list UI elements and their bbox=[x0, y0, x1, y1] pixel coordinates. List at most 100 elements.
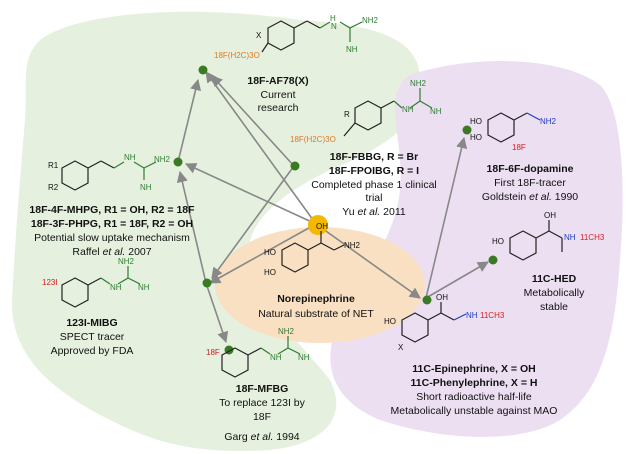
node-fbbg bbox=[290, 161, 300, 171]
mfbg-structure: 18F NH NH2 NH bbox=[206, 327, 310, 378]
hed-line1: Metabolically bbox=[524, 287, 585, 299]
mhpg-label: 18F-4F-MHPG, R1 = OH, R2 = 18F 18F-3F-PH… bbox=[29, 204, 195, 258]
arrow-epinode-to-hed bbox=[425, 261, 489, 299]
center-desc: Natural substrate of NET bbox=[258, 308, 374, 320]
epi-x: X bbox=[398, 343, 404, 352]
mibg-nh-2: NH bbox=[138, 283, 150, 292]
hed-structure: HO OH NH 11CH3 bbox=[492, 211, 605, 261]
hed-line2: stable bbox=[540, 301, 568, 313]
hed-ho: HO bbox=[492, 237, 504, 246]
mhpg-line1: 18F-4F-MHPG, R1 = OH, R2 = 18F bbox=[29, 204, 195, 216]
node-mibg bbox=[202, 278, 212, 288]
fbbg-line2: 18F-FPOIBG, R = I bbox=[329, 165, 419, 177]
mibg-nh: NH bbox=[110, 283, 122, 292]
dopa-f18: 18F bbox=[512, 143, 526, 152]
mfbg-ref: Garg et al. 1994 bbox=[224, 431, 299, 443]
node-epi bbox=[422, 295, 432, 305]
hed-label: 11C-HED Metabolically stable bbox=[524, 273, 585, 313]
epinephrine-structure: HO OH NH 11CH3 X bbox=[384, 293, 505, 352]
af78-structure: X H N NH2 NH 18F(H2C)3O bbox=[214, 14, 379, 60]
fbbg-r: R bbox=[344, 110, 350, 119]
arrow-center-to-mhpg bbox=[184, 163, 317, 225]
dopamine-line1: First 18F-tracer bbox=[494, 177, 566, 189]
fbbg-ref: Yu et al. 2011 bbox=[342, 206, 406, 218]
mfbg-line2: 18F bbox=[253, 411, 271, 423]
mfbg-name: 18F-MFBG bbox=[236, 383, 289, 395]
node-dopamine bbox=[462, 125, 472, 135]
center-name: Norepinephrine bbox=[277, 293, 355, 305]
af78-n: N bbox=[331, 22, 337, 31]
arrow-center-to-epi-node bbox=[315, 223, 421, 299]
arrow-mhpgnode-to-af78 bbox=[177, 78, 202, 163]
mfbg-f18: 18F bbox=[206, 348, 220, 357]
mfbg-label: 18F-MFBG To replace 123I by 18F Garg et … bbox=[219, 383, 306, 443]
fbbg-label: 18F-FBBG, R = Br 18F-FPOIBG, R = I Compl… bbox=[311, 151, 437, 218]
epi-line4: Metabolically unstable against MAO bbox=[391, 405, 558, 417]
af78-name: 18F-AF78(X) bbox=[247, 75, 308, 87]
fbbg-line4: trial bbox=[366, 192, 383, 204]
arrow-epinode-to-dopamine bbox=[425, 136, 468, 299]
af78-nh: NH bbox=[346, 45, 358, 54]
ne-oh: OH bbox=[316, 222, 328, 231]
dopamine-name: 18F-6F-dopamine bbox=[487, 163, 574, 175]
mibg-i123: 123I bbox=[42, 278, 58, 287]
mhpg-nh: NH bbox=[124, 153, 136, 162]
arrow-mibgnode-to-mhpg bbox=[176, 170, 207, 284]
epi-oh: OH bbox=[436, 293, 448, 302]
center-node bbox=[308, 215, 328, 235]
arrows bbox=[176, 71, 489, 344]
arrow-mibgnode-to-mfbg bbox=[205, 282, 229, 344]
dopamine-label: 18F-6F-dopamine First 18F-tracer Goldste… bbox=[482, 163, 578, 203]
dopamine-structure: HO HO NH2 18F bbox=[470, 112, 557, 152]
arrow-center-to-mibg-node bbox=[209, 223, 317, 284]
af78-line2: research bbox=[258, 102, 299, 114]
mibg-line2: Approved by FDA bbox=[51, 345, 134, 357]
epi-nh: NH bbox=[466, 311, 478, 320]
epi-c11: 11CH3 bbox=[480, 311, 505, 320]
mibg-name: 123I-MIBG bbox=[66, 317, 117, 329]
dopa-ho-2: HO bbox=[470, 133, 482, 142]
af78-line1: Current bbox=[260, 89, 295, 101]
mibg-label: 123I-MIBG SPECT tracer Approved by FDA bbox=[51, 317, 134, 357]
green-region bbox=[11, 11, 422, 451]
epi-line2: 11C-Phenylephrine, X = H bbox=[411, 377, 538, 389]
purple-region bbox=[330, 61, 623, 437]
mibg-structure: 123I NH NH2 NH bbox=[42, 257, 150, 308]
node-hed bbox=[488, 255, 498, 265]
dopamine-ref: Goldstein et al. 1990 bbox=[482, 191, 578, 203]
mfbg-nh: NH bbox=[270, 353, 282, 362]
fbbg-nh2: NH2 bbox=[410, 79, 427, 88]
fbbg-line1: 18F-FBBG, R = Br bbox=[330, 151, 418, 163]
node-dots bbox=[173, 65, 498, 355]
af78-nh: H bbox=[330, 14, 336, 23]
center-label: Norepinephrine Natural substrate of NET bbox=[258, 293, 374, 320]
arrow-fbbgnode-to-mibg-node bbox=[211, 165, 295, 279]
fbbg-line3: Completed phase 1 clinical bbox=[311, 179, 437, 191]
hed-nh: NH bbox=[564, 233, 576, 242]
norepinephrine-structure: HO HO OH NH2 bbox=[264, 222, 361, 277]
mhpg-nh2: NH2 bbox=[154, 155, 171, 164]
mhpg-nh-2: NH bbox=[140, 183, 152, 192]
fbbg-structure: R NH NH2 NH 18F(H2C)3O bbox=[290, 79, 442, 144]
mhpg-line3: Potential slow uptake mechanism bbox=[34, 232, 190, 244]
node-mhpg bbox=[173, 157, 183, 167]
fbbg-nh: NH bbox=[402, 105, 414, 114]
af78-nh2: NH2 bbox=[362, 16, 379, 25]
mfbg-line1: To replace 123I by bbox=[219, 397, 306, 409]
epi-label: 11C-Epinephrine, X = OH 11C-Phenylephrin… bbox=[391, 363, 558, 417]
node-af78 bbox=[198, 65, 208, 75]
arrow-fbbgnode-to-af78 bbox=[211, 75, 295, 167]
epi-line1: 11C-Epinephrine, X = OH bbox=[412, 363, 535, 375]
mhpg-r2: R2 bbox=[48, 183, 59, 192]
af78-label: 18F-AF78(X) Current research bbox=[247, 75, 308, 114]
epi-ho: HO bbox=[384, 317, 396, 326]
hed-c11: 11CH3 bbox=[580, 233, 605, 242]
fbbg-chain: 18F(H2C)3O bbox=[290, 135, 336, 144]
mhpg-line2: 18F-3F-PHPG, R1 = 18F, R2 = OH bbox=[31, 218, 193, 230]
mhpg-ref: Raffel et al. 2007 bbox=[72, 246, 151, 258]
hed-oh: OH bbox=[544, 211, 556, 220]
mfbg-nh2: NH2 bbox=[278, 327, 295, 336]
dopa-ho-1: HO bbox=[470, 117, 482, 126]
